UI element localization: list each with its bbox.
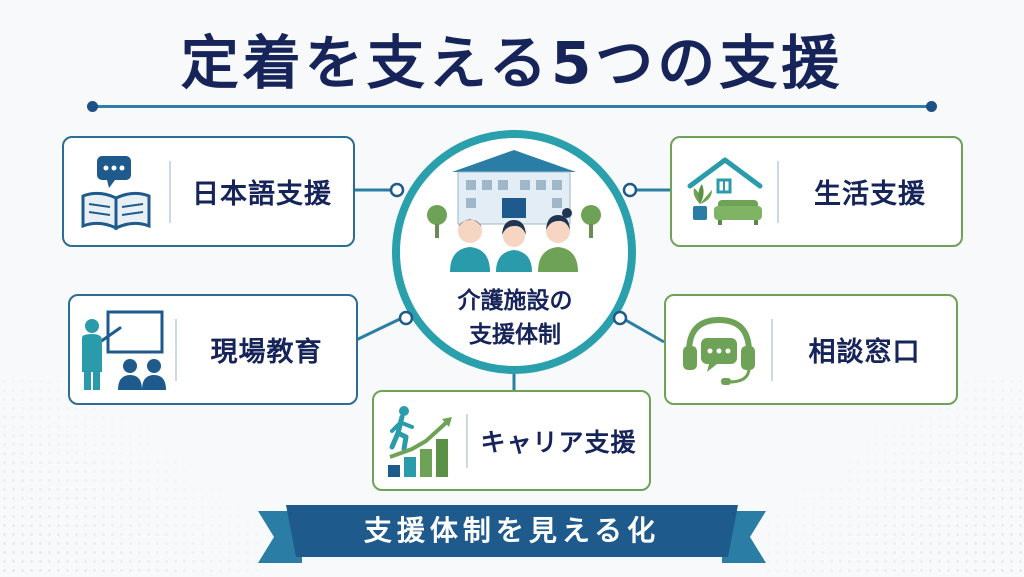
page-title: 定着を支える5つの支援 [180,29,844,97]
connector-nodes [389,182,638,326]
support-card-consultation: 相談窓口 [664,294,958,405]
teacher-board-icon [70,296,175,403]
support-label-life: 生活支援 [814,179,926,210]
dot-pattern-right [764,377,1024,577]
support-card-career: キャリア支援 [372,390,651,491]
support-card-life: 生活支援 [670,136,963,247]
headset-chat-icon [666,296,771,403]
care-facility-staff-icon [427,150,601,272]
support-label-consultation: 相談窓口 [808,337,921,368]
card-divider [175,318,177,381]
title-underline-dot-right [926,101,937,112]
support-label-career: キャリア支援 [480,427,637,457]
card-divider [466,413,468,468]
support-card-japanese: 日本語支援 [62,136,355,247]
support-label-japanese: 日本語支援 [192,179,332,210]
support-card-onsite: 現場教育 [68,294,358,405]
dot-pattern-left [0,377,260,577]
career-stairs-icon [374,392,466,489]
center-label: 介護施設の 支援体制 [415,284,615,352]
card-divider [771,318,773,381]
ribbon-banner [258,505,766,563]
card-divider [169,160,171,223]
card-divider [777,160,779,223]
title-underline [92,105,932,108]
support-label-onsite: 現場教育 [210,337,323,368]
ribbon-label: 支援体制を見える化 [363,514,661,547]
center-label-line1: 介護施設の [457,288,573,314]
house-plant-sofa-icon [672,138,777,245]
center-label-line2: 支援体制 [469,322,561,348]
title-underline-dot-left [87,101,98,112]
chat-book-icon [64,138,169,245]
